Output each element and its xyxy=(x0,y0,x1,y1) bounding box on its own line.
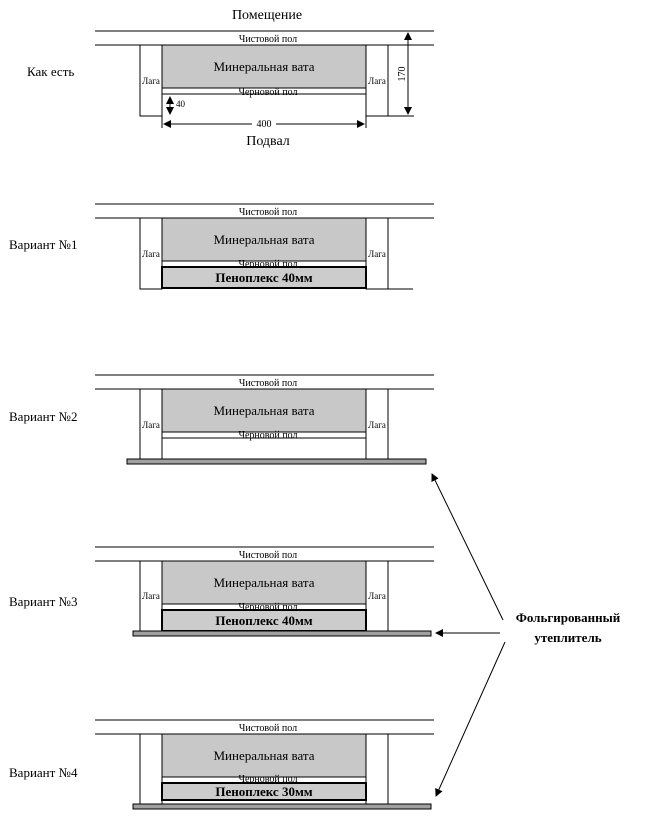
joist-right-label: Лага xyxy=(368,420,386,430)
foil-insulation-sheet xyxy=(126,458,427,465)
section-variant-1: Чистовой пол Лага Лага Минеральная вата … xyxy=(9,203,434,290)
penoplex-label: Пеноплекс 40мм xyxy=(215,270,312,285)
variant-title: Вариант №4 xyxy=(9,765,78,780)
foil-insulation-sheet xyxy=(132,803,432,810)
penoplex-board xyxy=(161,782,367,801)
variant-title: Вариант №1 xyxy=(9,237,77,252)
joist-left-label: Лага xyxy=(142,249,160,259)
finish-floor-label: Чистовой пол xyxy=(239,378,297,389)
joist-right-label: Лага xyxy=(368,76,386,86)
dim-170-label: 170 xyxy=(397,67,408,82)
dim-400-label: 400 xyxy=(257,119,272,130)
dim-400-label-bg xyxy=(252,118,276,128)
mineral-wool-label: Минеральная вата xyxy=(213,232,314,247)
mineral-wool-block xyxy=(161,733,367,778)
rough-floor-label: Черновой пол xyxy=(238,430,297,441)
joist-right xyxy=(365,733,389,805)
penoplex-label: Пеноплекс 40мм xyxy=(215,613,312,628)
section-variant-4: Чистовой пол Минеральная вата Черновой п… xyxy=(9,719,434,810)
foil-insulation-sheet xyxy=(132,630,432,637)
penoplex-board xyxy=(161,266,367,289)
rough-floor-label: Черновой пол xyxy=(238,602,297,613)
foil-callout-label-line2: утеплитель xyxy=(534,630,601,645)
foil-insulation-callout: Фольгированный утеплитель xyxy=(431,473,621,797)
basement-label: Подвал xyxy=(246,134,290,149)
joist-right-label: Лага xyxy=(368,591,386,601)
rough-floor-label: Черновой пол xyxy=(238,774,297,785)
mineral-wool-block xyxy=(161,217,367,262)
joist-left xyxy=(139,733,163,805)
room-label: Помещение xyxy=(232,8,302,23)
finish-floor-label: Чистовой пол xyxy=(239,550,297,561)
joist-right-label: Лага xyxy=(368,249,386,259)
finish-floor-label: Чистовой пол xyxy=(239,34,297,45)
mineral-wool-label: Минеральная вата xyxy=(213,575,314,590)
foil-callout-label-line1: Фольгированный xyxy=(516,610,621,625)
rough-floor-board xyxy=(161,87,367,95)
rough-floor-label: Черновой пол xyxy=(238,259,297,270)
joist-left-label: Лага xyxy=(142,420,160,430)
rough-floor-board xyxy=(161,431,367,439)
mineral-wool-label: Минеральная вата xyxy=(213,59,314,74)
variant-title: Как есть xyxy=(27,64,74,79)
joist-left-label: Лага xyxy=(142,591,160,601)
arrow-to-variant-2 xyxy=(431,473,504,621)
mineral-wool-label: Минеральная вата xyxy=(213,403,314,418)
mineral-wool-block xyxy=(161,560,367,605)
arrow-to-variant-4 xyxy=(435,641,506,797)
finish-floor-label: Чистовой пол xyxy=(239,207,297,218)
variant-title: Вариант №2 xyxy=(9,409,77,424)
joist-left-label: Лага xyxy=(142,76,160,86)
mineral-wool-block xyxy=(161,44,367,89)
penoplex-label: Пеноплекс 30мм xyxy=(215,784,312,799)
rough-floor-label: Черновой пол xyxy=(238,87,297,98)
section-variant-2: Чистовой пол Лага Лага Минеральная вата … xyxy=(9,374,434,465)
variant-title: Вариант №3 xyxy=(9,594,77,609)
section-as-is: Помещение Чистовой пол Лага Лага Минерал… xyxy=(27,8,434,149)
mineral-wool-block xyxy=(161,388,367,433)
section-variant-3: Чистовой пол Лага Лага Минеральная вата … xyxy=(9,546,434,637)
finish-floor-label: Чистовой пол xyxy=(239,723,297,734)
mineral-wool-label: Минеральная вата xyxy=(213,748,314,763)
dim-40-label: 40 xyxy=(176,99,186,109)
